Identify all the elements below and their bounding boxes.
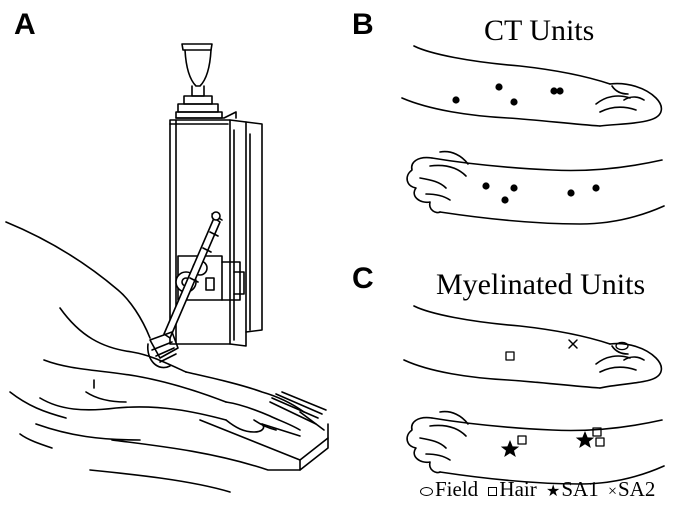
ct-unit-dot	[556, 87, 563, 94]
ct-unit-dot	[452, 96, 459, 103]
panel-c-arm-dorsal	[404, 306, 661, 388]
hair-unit-marker	[518, 436, 526, 444]
ct-unit-dot	[495, 83, 502, 90]
marker-legend: Field Hair ★SA1 ×SA2	[420, 477, 655, 502]
legend-field: Field	[420, 477, 478, 502]
hair-unit-marker	[506, 352, 514, 360]
ct-unit-dot	[510, 184, 517, 191]
sa1-unit-marker	[501, 440, 519, 457]
legend-sa1: ★SA1	[542, 477, 599, 502]
sa1-star-icon: ★	[546, 481, 560, 501]
legend-sa2: ×SA2	[604, 477, 655, 502]
legend-hair: Hair	[483, 477, 536, 502]
ct-unit-dot	[482, 182, 489, 189]
field-symbol-icon	[420, 487, 433, 496]
ct-unit-markers	[452, 83, 599, 203]
hair-unit-marker	[596, 438, 604, 446]
ct-unit-dot	[567, 189, 574, 196]
hair-symbol-icon	[488, 487, 497, 496]
sa2-unit-marker	[569, 340, 577, 348]
ct-unit-dot	[501, 196, 508, 203]
panel-b-arm-dorsal	[402, 46, 661, 126]
ct-unit-dot	[510, 98, 517, 105]
panel-c-arm-ventral	[407, 412, 664, 484]
ct-unit-dot	[592, 184, 599, 191]
sa1-unit-marker	[576, 431, 594, 448]
panel-b-arm-ventral	[407, 152, 664, 224]
sa2-cross-icon: ×	[608, 483, 617, 501]
